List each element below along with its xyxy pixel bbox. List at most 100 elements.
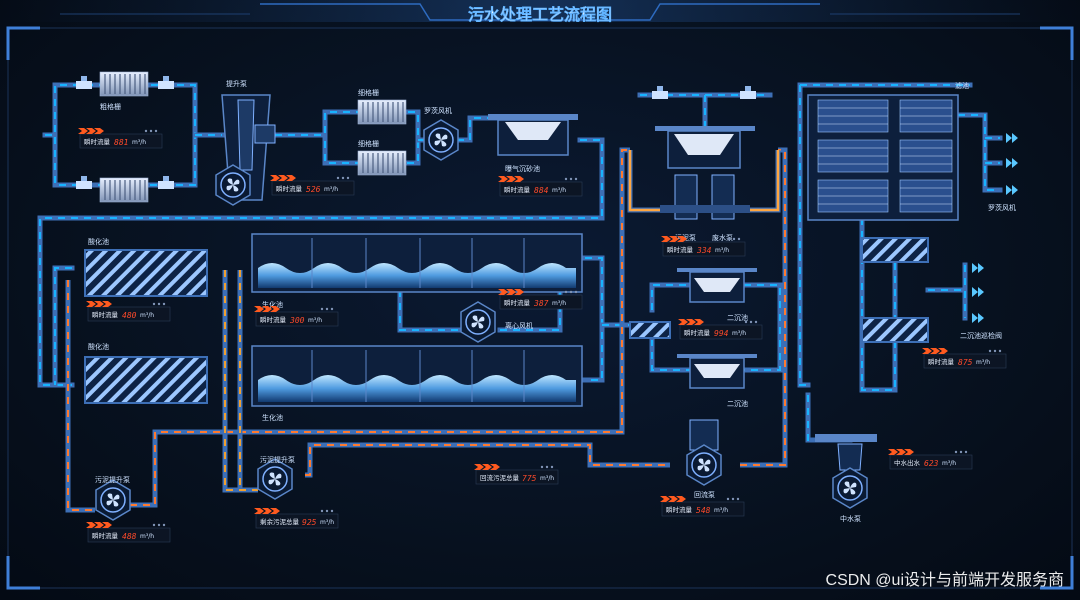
readout-value: 526 bbox=[306, 185, 321, 194]
readout-value: 884 bbox=[534, 186, 549, 195]
sludge-lift-pump-label-1: 污泥提升泵 bbox=[95, 475, 130, 484]
readout-value: 334 bbox=[696, 246, 712, 255]
readout-label: 瞬时流量 bbox=[84, 137, 111, 146]
coarse-screen-label: 粗格栅 bbox=[100, 102, 121, 111]
readout-value: 488 bbox=[122, 532, 137, 541]
readout-box bbox=[499, 181, 583, 197]
readout-value: 480 bbox=[122, 311, 137, 320]
acid-pool-1[interactable] bbox=[84, 249, 208, 297]
readout-label: 回流污泥总量 bbox=[480, 473, 520, 482]
readout-box bbox=[662, 241, 746, 257]
readout-box bbox=[79, 133, 163, 149]
readout-box bbox=[661, 501, 745, 517]
watermark-credit: CSDN @ui设计与前端开发服务商 bbox=[825, 572, 1064, 589]
filter-tank[interactable] bbox=[807, 94, 959, 221]
flow-arrow-icon bbox=[888, 449, 914, 455]
flow-arrow-icon bbox=[678, 319, 704, 325]
readout-unit: m³/h bbox=[942, 460, 956, 467]
readout-unit: m³/h bbox=[308, 317, 322, 324]
lift-pump[interactable] bbox=[215, 94, 276, 206]
secondary-clarifier-2[interactable] bbox=[677, 354, 757, 389]
clarifier-1-label: 二沉池 bbox=[727, 313, 748, 322]
readout-value: 775 bbox=[522, 474, 537, 483]
return-pump[interactable] bbox=[686, 419, 722, 486]
roots-blower-2-label: 罗茨风机 bbox=[988, 203, 1016, 212]
readout-unit: m³/h bbox=[715, 247, 729, 254]
filter-label: 滤池 bbox=[955, 81, 969, 90]
readout-value: 548 bbox=[696, 506, 711, 515]
readout-value: 623 bbox=[924, 459, 939, 468]
bio-pool-2-label: 生化池 bbox=[262, 413, 283, 422]
readout-box bbox=[679, 324, 763, 340]
readout-label: 瞬时流量 bbox=[928, 357, 955, 366]
sludge-lift-pump-label-2: 污泥提升泵 bbox=[260, 455, 295, 464]
reuse-water-pump[interactable] bbox=[815, 434, 877, 509]
readout-box bbox=[87, 527, 171, 543]
flow-arrow-icon bbox=[474, 464, 500, 470]
readout-unit: m³/h bbox=[132, 139, 146, 146]
flow-arrow-icon bbox=[661, 236, 687, 242]
lift-pump-label: 提升泵 bbox=[226, 79, 247, 88]
centrifugal-blower-label: 离心风机 bbox=[505, 321, 533, 330]
readout-label: 瞬时流量 bbox=[504, 185, 531, 194]
bio-pool-1[interactable] bbox=[251, 233, 583, 293]
readout-box bbox=[889, 454, 973, 470]
readout-label: 瞬时流量 bbox=[667, 245, 694, 254]
readout-label: 中水出水 bbox=[894, 458, 921, 467]
readout-label: 瞬时流量 bbox=[666, 505, 693, 514]
flow-arrow-icon bbox=[254, 306, 280, 312]
flow-arrow-icon bbox=[86, 522, 112, 528]
bio-pool-2[interactable] bbox=[251, 345, 583, 407]
readout-value: 994 bbox=[714, 329, 729, 338]
readout-label: 瞬时流量 bbox=[92, 531, 119, 540]
readout-value: 881 bbox=[114, 138, 128, 147]
readout-label: 剩余污泥总量 bbox=[260, 517, 300, 526]
readout-box bbox=[475, 469, 559, 485]
readout-box bbox=[87, 306, 171, 322]
aerated-grit-chamber[interactable] bbox=[488, 114, 578, 156]
page-title: 污水处理工艺流程图 bbox=[468, 5, 612, 24]
acid-pool-2-label: 酸化池 bbox=[88, 342, 109, 351]
pump-station[interactable] bbox=[652, 86, 756, 220]
acid-pool-2[interactable] bbox=[84, 356, 208, 404]
readout-unit: m³/h bbox=[976, 359, 990, 366]
readout-unit: m³/h bbox=[140, 312, 154, 319]
readout-unit: m³/h bbox=[552, 187, 566, 194]
flow-arrow-icon bbox=[660, 496, 686, 502]
readout-box bbox=[499, 294, 583, 310]
readout-unit: m³/h bbox=[320, 519, 334, 526]
flow-arrow-icon bbox=[498, 176, 524, 182]
filter-hatch-tanks[interactable] bbox=[861, 237, 929, 343]
roots-blower-1-label: 罗茨风机 bbox=[424, 106, 452, 115]
readout-label: 瞬时流量 bbox=[276, 184, 303, 193]
readout-unit: m³/h bbox=[324, 186, 338, 193]
readout-box bbox=[923, 353, 1007, 369]
readout-value: 300 bbox=[289, 316, 305, 325]
fine-screen-label-2: 细格栅 bbox=[358, 139, 379, 148]
aerated-grit-label: 曝气沉砂池 bbox=[505, 164, 540, 173]
readout-value: 925 bbox=[302, 518, 317, 527]
secondary-clarifier-1[interactable] bbox=[677, 268, 757, 303]
readout-label: 瞬时流量 bbox=[684, 328, 711, 337]
flow-arrow-icon bbox=[78, 128, 104, 134]
return-pump-label: 回流泵 bbox=[694, 490, 715, 499]
flow-arrow-icon bbox=[254, 508, 280, 514]
acid-pool-1-label: 酸化池 bbox=[88, 237, 109, 246]
bio-pool-1-label: 生化池 bbox=[262, 300, 283, 309]
waste-pump-label: 废水泵 bbox=[712, 233, 733, 242]
reuse-pump-label: 中水泵 bbox=[840, 514, 861, 523]
readout-value: 875 bbox=[958, 358, 973, 367]
inspect-valve-label: 二沉池巡检阀 bbox=[960, 331, 1002, 340]
